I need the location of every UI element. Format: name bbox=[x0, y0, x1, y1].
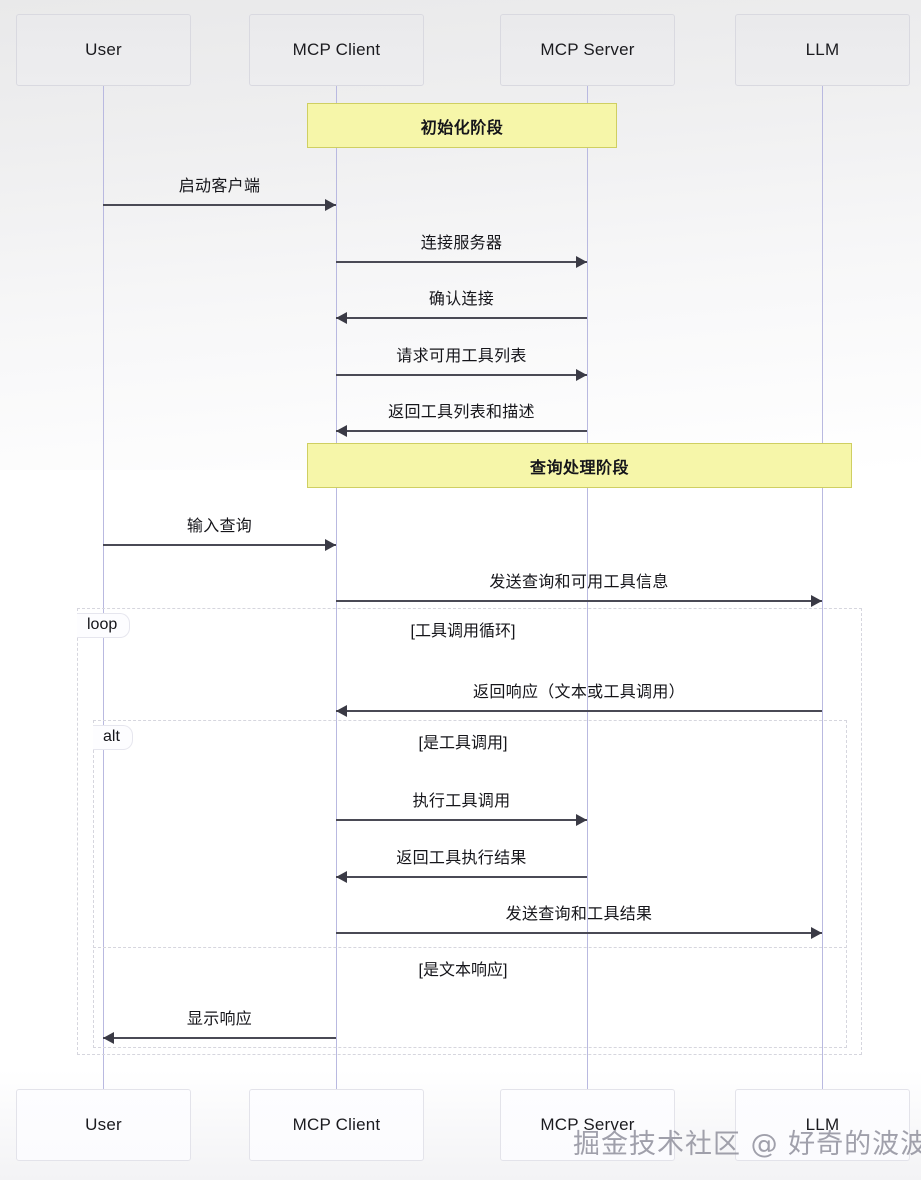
message-arrowhead-m8 bbox=[336, 705, 347, 717]
message-label-m4: 请求可用工具列表 bbox=[396, 348, 527, 365]
message-arrowhead-m12 bbox=[103, 1032, 114, 1044]
message-line-m8 bbox=[336, 710, 822, 712]
message-label-m11: 发送查询和工具结果 bbox=[505, 906, 653, 923]
message-arrowhead-m10 bbox=[336, 871, 347, 883]
fragment-loop-tag: loop bbox=[77, 613, 131, 638]
participant-llm-bottom[interactable]: LLM bbox=[735, 1089, 910, 1161]
message-label-m5: 返回工具列表和描述 bbox=[388, 404, 535, 421]
message-line-m3 bbox=[336, 317, 587, 319]
lifeline-user bbox=[103, 86, 104, 1089]
participant-llm-top[interactable]: LLM bbox=[735, 14, 910, 86]
participant-client-bottom[interactable]: MCP Client bbox=[249, 1089, 424, 1161]
message-line-m9 bbox=[336, 819, 587, 821]
participant-user-top[interactable]: User bbox=[16, 14, 191, 86]
phase-bar-query: 查询处理阶段 bbox=[307, 443, 852, 488]
message-label-m7: 发送查询和可用工具信息 bbox=[489, 574, 669, 591]
message-line-m12 bbox=[103, 1037, 336, 1039]
fragment-alt bbox=[93, 720, 847, 1048]
lifeline-llm bbox=[822, 86, 823, 1089]
message-line-m2 bbox=[336, 261, 587, 263]
message-line-m6 bbox=[103, 544, 336, 546]
fragment-loop bbox=[77, 608, 862, 1055]
message-line-m4 bbox=[336, 374, 587, 376]
message-arrowhead-m1 bbox=[325, 199, 336, 211]
phase-bar-init: 初始化阶段 bbox=[307, 103, 617, 148]
fragment-alt-condition: [是工具调用] bbox=[418, 735, 508, 752]
message-label-m1: 启动客户端 bbox=[178, 178, 261, 195]
message-line-m10 bbox=[336, 876, 587, 878]
lifeline-server bbox=[587, 86, 588, 1089]
message-arrowhead-m4 bbox=[576, 369, 587, 381]
alt-divider-condition: [是文本响应] bbox=[418, 962, 508, 979]
fragment-alt-tag: alt bbox=[93, 725, 133, 750]
message-line-m11 bbox=[336, 932, 822, 934]
message-arrowhead-m11 bbox=[811, 927, 822, 939]
lifeline-client bbox=[336, 86, 337, 1089]
message-label-m3: 确认连接 bbox=[428, 291, 495, 308]
participant-client-top[interactable]: MCP Client bbox=[249, 14, 424, 86]
message-arrowhead-m2 bbox=[576, 256, 587, 268]
message-arrowhead-m6 bbox=[325, 539, 336, 551]
message-arrowhead-m9 bbox=[576, 814, 587, 826]
participant-server-top[interactable]: MCP Server bbox=[500, 14, 675, 86]
message-label-m10: 返回工具执行结果 bbox=[396, 850, 527, 867]
message-label-m2: 连接服务器 bbox=[420, 235, 503, 252]
message-label-m6: 输入查询 bbox=[186, 518, 253, 535]
message-arrowhead-m5 bbox=[336, 425, 347, 437]
message-line-m7 bbox=[336, 600, 822, 602]
alt-divider-line bbox=[93, 947, 847, 948]
message-label-m9: 执行工具调用 bbox=[412, 793, 511, 810]
participant-server-bottom[interactable]: MCP Server bbox=[500, 1089, 675, 1161]
watermark-text: 掘金技术社区 @ 好奇的波波 bbox=[573, 1129, 921, 1160]
message-line-m5 bbox=[336, 430, 587, 432]
message-label-m8: 返回响应（文本或工具调用） bbox=[473, 684, 685, 701]
message-label-m12: 显示响应 bbox=[186, 1011, 253, 1028]
message-line-m1 bbox=[103, 204, 336, 206]
participant-user-bottom[interactable]: User bbox=[16, 1089, 191, 1161]
fragment-loop-condition: [工具调用循环] bbox=[410, 623, 516, 640]
message-arrowhead-m7 bbox=[811, 595, 822, 607]
message-arrowhead-m3 bbox=[336, 312, 347, 324]
